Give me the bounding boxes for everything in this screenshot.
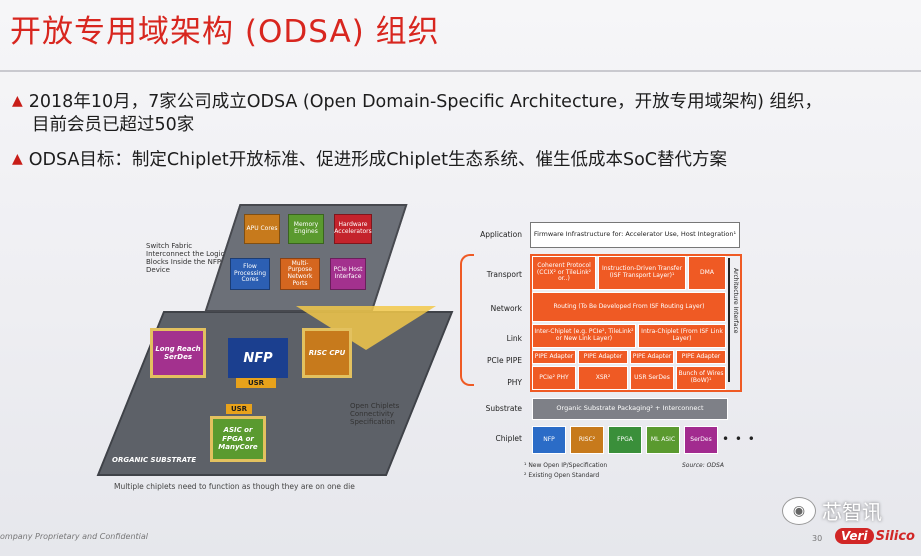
phy-bunch-of-wires: Bunch of Wires (BoW)¹ (676, 366, 726, 390)
substrate-label: ORGANIC SUBSTRATE (112, 456, 197, 464)
layer-brace (460, 254, 474, 386)
layer-label-phy: PHY (507, 378, 522, 387)
die-asic-fpga-manycore: ASIC or FPGA or ManyCore (210, 416, 266, 462)
die-network-ports: Multi-Purpose Network Ports (280, 258, 320, 290)
network-routing: Routing (To Be Developed From ISF Routin… (532, 292, 726, 322)
layer-label-chiplet: Chiplet (495, 434, 522, 443)
layer-label-link: Link (506, 334, 522, 343)
die-memory-engines: Memory Engines (288, 214, 324, 244)
logo-oval: Veri (835, 528, 874, 544)
slide-title: 开放专用域架构 (ODSA) 组织 (10, 14, 440, 50)
odsa-stack-diagram: Application Transport Network Link PCIe … (460, 218, 770, 480)
transport-instruction-driven: Instruction-Driven Transfer (ISF Transpo… (598, 256, 686, 290)
architecture-interface-arrow (728, 258, 730, 382)
page-number: 30 (812, 534, 823, 543)
orange-layer-frame (530, 254, 742, 392)
bullet-2-text: ODSA目标：制定Chiplet开放标准、促进形成Chiplet生态系统、催生低… (28, 150, 728, 170)
pipe-adapter-4: PIPE Adapter (676, 350, 726, 364)
pipe-adapter-3: PIPE Adapter (630, 350, 674, 364)
link-intra-chiplet: Intra-Chiplet (From ISF Link Layer) (638, 324, 726, 348)
die-flow-processing-cores: Flow Processing Cores (230, 258, 270, 290)
bullet-1-text: 2018年10月，7家公司成立ODSA (Open Domain-Specifi… (28, 92, 822, 112)
die-apu-cores: APU Cores (244, 214, 280, 244)
bullet-2: ▲ ODSA目标：制定Chiplet开放标准、促进形成Chiplet生态系统、催生… (12, 146, 727, 171)
die-pcie-host-interface: PCIe Host Interface (330, 258, 366, 290)
bullet-marker-icon: ▲ (12, 151, 23, 167)
wechat-account-name: 芯智讯 (822, 500, 882, 524)
transport-coherent: Coherent Protocol (CCIX² or TileLink² or… (532, 256, 596, 290)
left-figure-caption: Multiple chiplets need to function as th… (114, 482, 355, 491)
usr-block-nfp: USR (236, 378, 276, 388)
footer-confidential: ompany Proprietary and Confidential (0, 532, 149, 541)
link-inter-chiplet: Inter-Chiplet (e.g. PCIe², TileLink² or … (532, 324, 636, 348)
die-long-reach-serdes: Long Reach SerDes (150, 328, 206, 378)
chiplet-more: • • • (722, 432, 756, 446)
logo-text: Silico (875, 528, 915, 544)
bullet-marker-icon: ▲ (12, 93, 23, 109)
usr-block-asic: USR (226, 404, 252, 414)
footnote-2: ² Existing Open Standard (524, 472, 600, 479)
architecture-interface-label: Architecture Interface (732, 268, 739, 334)
company-logo: Veri Silico (835, 528, 915, 544)
bullet-1-continuation: 目前会员已超过50家 (32, 115, 195, 135)
layer-label-transport: Transport (486, 270, 522, 279)
footnote-1: ¹ New Open IP/Specification (524, 462, 608, 469)
phy-usr-serdes: USR SerDes (630, 366, 674, 390)
chiplet-nfp: NFP (532, 426, 566, 454)
wechat-icon: ◉ (782, 496, 816, 525)
chiplet-ml-asic: ML ASIC (646, 426, 680, 454)
pipe-adapter-1: PIPE Adapter (532, 350, 576, 364)
substrate-packaging: Organic Substrate Packaging² + Interconn… (532, 398, 728, 420)
die-hardware-accelerators: Hardware Accelerators (334, 214, 372, 244)
phy-xsr: XSR² (578, 366, 628, 390)
chiplet-package-figure: APU Cores Memory Engines Hardware Accele… (96, 196, 454, 496)
layer-label-network: Network (490, 304, 522, 313)
chiplet-fpga: FPGA (608, 426, 642, 454)
application-box: Firmware Infrastructure for: Accelerator… (530, 222, 740, 248)
annotation-switch-fabric: Switch Fabric Interconnect the Logic Blo… (146, 242, 225, 275)
source-note: Source: ODSA (682, 462, 724, 469)
wechat-watermark: ◉ 芯智讯 (782, 496, 882, 525)
pipe-adapter-2: PIPE Adapter (578, 350, 628, 364)
die-risc-cpu: RISC CPU (302, 328, 352, 378)
chiplet-risc: RISC² (570, 426, 604, 454)
annotation-open-chiplets: Open Chiplets Connectivity Specification (350, 402, 400, 427)
layer-label-substrate: Substrate (485, 404, 522, 413)
layer-label-pcie-pipe: PCIe PIPE (487, 356, 522, 365)
bullet-1: ▲ 2018年10月，7家公司成立ODSA (Open Domain-Specif… (12, 88, 822, 113)
transport-dma: DMA (688, 256, 726, 290)
title-divider (0, 70, 921, 72)
chiplet-serdes: SerDes (684, 426, 718, 454)
phy-pcie: PCIe² PHY (532, 366, 576, 390)
layer-label-application: Application (480, 230, 522, 239)
die-nfp: NFP (228, 338, 288, 378)
